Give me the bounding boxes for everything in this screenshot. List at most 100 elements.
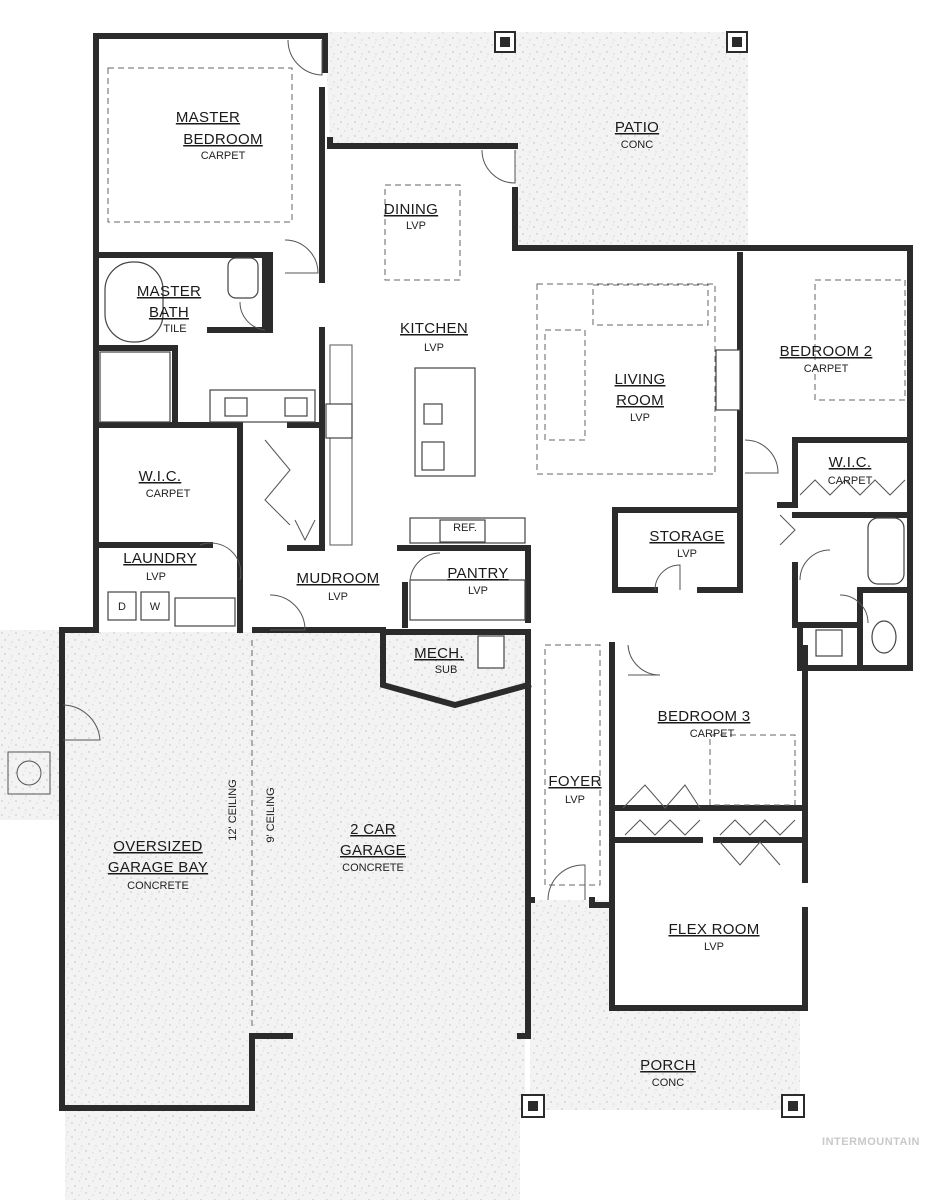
foyer-label: FOYER <box>548 773 601 790</box>
mudroom-finish: LVP <box>328 591 348 603</box>
wc-door <box>839 594 869 624</box>
porch-finish: CONC <box>652 1077 684 1089</box>
storage-finish: LVP <box>677 548 697 560</box>
island-sink <box>421 441 445 471</box>
hall-bath-sink <box>815 629 843 657</box>
patio-label: PATIO <box>615 119 659 136</box>
master-bath-label-2: BATH <box>149 304 189 321</box>
vanity-sink-right <box>284 397 308 417</box>
living-room-label-1: LIVING <box>615 371 666 388</box>
pantry-label: PANTRY <box>447 565 508 582</box>
storage-label: STORAGE <box>649 528 724 545</box>
room-labels: MASTER BEDROOM CARPET PATIO CONC DINING … <box>108 109 873 1089</box>
patio-finish: CONC <box>621 139 653 151</box>
wic2-rod <box>799 479 906 496</box>
washer <box>140 591 170 621</box>
oversized-garage-label-2: GARAGE BAY <box>108 859 208 876</box>
master-bedroom-door <box>287 39 323 76</box>
foyer-rug <box>544 644 601 886</box>
kitchen-counter <box>329 344 353 546</box>
ceiling-9-note: 9' CEILING <box>265 787 277 842</box>
bathtub <box>867 517 905 585</box>
oversized-garage-finish: CONCRETE <box>127 880 189 892</box>
bedroom2-label: BEDROOM 2 <box>780 343 873 360</box>
mudroom-label: MUDROOM <box>297 570 380 587</box>
bed3 <box>709 734 796 806</box>
wic-bed2-finish: CARPET <box>828 475 873 487</box>
vanity-sink-left <box>224 397 248 417</box>
toilet <box>227 257 259 299</box>
bed3-closet-bifold <box>622 784 701 809</box>
bedroom3-door <box>627 644 661 676</box>
driveway-slab <box>65 1110 520 1200</box>
master-bedroom-label-1: MASTER <box>176 109 240 126</box>
posts <box>7 31 805 1118</box>
garage-side-door <box>62 704 101 741</box>
doors <box>62 39 869 901</box>
master-bath-label-1: MASTER <box>137 283 201 300</box>
shower <box>99 351 171 423</box>
hall-bath-door <box>799 549 831 581</box>
dryer-label: D <box>118 601 126 613</box>
sofa <box>592 284 709 326</box>
mud-closet-rod <box>294 519 316 542</box>
laundry-label: LAUNDRY <box>123 550 197 567</box>
flex-closet-bifold <box>719 841 781 866</box>
side-slab <box>0 630 60 820</box>
pantry-finish: LVP <box>468 585 488 597</box>
bedroom3-label: BEDROOM 3 <box>658 708 751 725</box>
concrete-areas <box>0 32 800 1200</box>
two-car-garage-finish: CONCRETE <box>342 862 404 874</box>
soaking-tub <box>104 261 164 343</box>
master-bath-door <box>284 239 319 274</box>
closet-rods <box>294 479 906 836</box>
porch-slab <box>530 900 800 1110</box>
wic-master-finish: CARPET <box>146 488 191 500</box>
fireplace <box>715 349 741 411</box>
walls <box>59 33 913 1111</box>
closet-bifold <box>264 439 291 526</box>
washer-label: W <box>150 601 161 613</box>
living-room-finish: LVP <box>630 412 650 424</box>
two-car-garage-label-2: GARAGE <box>340 842 406 859</box>
water-heater <box>477 635 505 669</box>
hall-toilet <box>871 620 897 654</box>
notes: REF. D W 12' CEILING 9' CEILING <box>118 522 477 843</box>
oversized-garage-label-1: OVERSIZED <box>113 838 202 855</box>
master-bedroom-finish: CARPET <box>201 150 246 162</box>
bedroom3-finish: CARPET <box>690 728 735 740</box>
flex-room-finish: LVP <box>704 941 724 953</box>
linen-bifold <box>779 514 796 546</box>
porch-label: PORCH <box>640 1057 696 1074</box>
ref-label: REF. <box>453 522 477 534</box>
cooktop <box>423 403 443 425</box>
kitchen-finish: LVP <box>424 342 444 354</box>
living-rug <box>536 283 716 475</box>
furniture <box>107 67 906 1030</box>
master-bedroom-label-2: BEDROOM <box>183 131 263 148</box>
mech-label: MECH. <box>414 645 464 662</box>
storage-door <box>654 564 681 591</box>
mudroom-door <box>269 594 306 631</box>
wic-bed2-label: W.I.C. <box>829 454 872 471</box>
watermark: INTERMOUNTAIN <box>822 1136 920 1148</box>
bedroom2-finish: CARPET <box>804 363 849 375</box>
range <box>325 403 353 439</box>
master-bath-finish: TILE <box>163 323 186 335</box>
front-door <box>547 864 586 901</box>
bedroom2-door <box>744 439 779 474</box>
dining-finish: LVP <box>406 220 426 232</box>
mech-finish: SUB <box>435 664 458 676</box>
fridge <box>439 519 486 543</box>
dining-label: DINING <box>384 201 438 218</box>
flex-rod <box>719 819 796 836</box>
dining-table <box>384 184 461 281</box>
ac-unit <box>7 751 51 795</box>
master-bed <box>107 67 293 223</box>
bed3-rod <box>624 819 701 836</box>
two-car-garage-label-1: 2 CAR <box>350 821 396 838</box>
bed2 <box>814 279 906 401</box>
garage-slab <box>62 632 525 1110</box>
master-bath-fixtures <box>99 257 897 654</box>
sectional <box>544 329 586 441</box>
